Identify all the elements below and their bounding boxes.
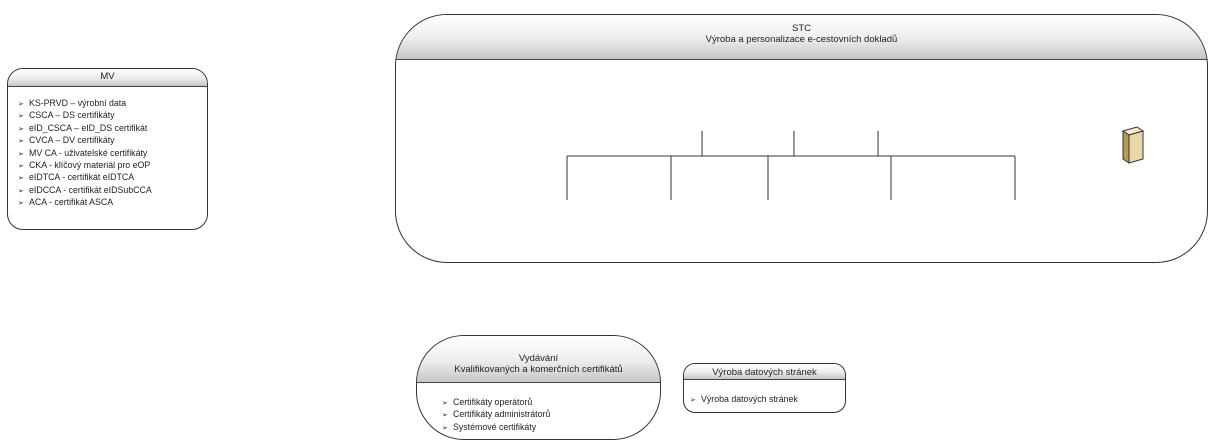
list-item-label: CVCA – DV certifikáty — [29, 135, 115, 146]
mv-title: MV — [100, 71, 115, 82]
mv-item-list: ➢ KS-PRVD – výrobní data ➢ CSCA – DS certi… — [18, 98, 152, 210]
list-item-label: Certifikáty operátorů — [453, 397, 533, 407]
list-item: ➢ MV CA - uživatelské certifikáty — [18, 148, 152, 160]
vyroba-header: Výroba datových stránek — [684, 364, 845, 380]
server-icon — [1121, 126, 1145, 164]
bullet-arrow-icon: ➢ — [18, 175, 24, 183]
vydavani-item-list: ➢ Certifikáty operátorů ➢ Certifikáty admi… — [442, 397, 550, 434]
list-item: ➢ CSCA – DS certifikáty — [18, 110, 152, 122]
list-item-label: eIDCCA - certifikát eIDSubCCA — [29, 184, 152, 195]
mv-header: MV — [8, 69, 207, 87]
bullet-arrow-icon: ➢ — [18, 200, 24, 208]
vydavani-title-line1: Vydávání — [518, 353, 559, 364]
list-item-label: Výroba datových stránek — [701, 394, 798, 404]
bullet-arrow-icon: ➢ — [18, 113, 24, 121]
vyroba-item-list: ➢ Výroba datových stránek — [690, 394, 798, 406]
bullet-arrow-icon: ➢ — [442, 412, 448, 420]
list-item-label: KS-PRVD – výrobní data — [29, 98, 127, 108]
list-item-label: eIDTCA - certifikát eIDTCA — [29, 172, 135, 183]
list-item: ➢ Výroba datových stránek — [690, 394, 798, 406]
vyroba-title: Výroba datových stránek — [712, 367, 817, 378]
bullet-arrow-icon: ➢ — [18, 101, 24, 108]
list-item-label: ACA - certifikát ASCA — [29, 197, 114, 208]
list-item: ➢ eIDCCA - certifikát eIDSubCCA — [18, 185, 152, 197]
vydavani-title-line2: Kvalifikovaných a komerčních certifikátů — [454, 364, 623, 375]
bullet-arrow-icon: ➢ — [442, 400, 448, 407]
vydavani-header: Vydávání Kvalifikovaných a komerčních ce… — [417, 336, 660, 383]
list-item: ➢ eIDTCA - certifikát eIDTCA — [18, 172, 152, 184]
stc-header: STC Výroba a personalizace e-cestovních … — [396, 15, 1207, 60]
list-item: ➢ CKA - klíčový materiál pro eOP — [18, 160, 152, 172]
list-item-label: CSCA – DS certifikáty — [29, 110, 115, 121]
bullet-arrow-icon: ➢ — [18, 163, 24, 171]
stc-title: STC — [792, 23, 811, 34]
list-item-label: CKA - klíčový materiál pro eOP — [29, 160, 151, 171]
list-item: ➢ Certifikáty operátorů — [442, 397, 550, 409]
list-item-label: Certifikáty administrátorů — [453, 409, 551, 420]
list-item: ➢ ACA - certifikát ASCA — [18, 197, 152, 209]
list-item-label: eID_CSCA – eID_DS certifikát — [29, 122, 148, 133]
vydavani-box: Vydávání Kvalifikovaných a komerčních ce… — [416, 335, 661, 440]
stc-box: STC Výroba a personalizace e-cestovních … — [395, 14, 1208, 263]
bullet-arrow-icon: ➢ — [442, 424, 448, 432]
list-item: ➢ eID_CSCA – eID_DS certifikát — [18, 123, 152, 135]
list-item: ➢ KS-PRVD – výrobní data — [18, 98, 152, 110]
list-item: ➢ Systémové certifikáty — [442, 422, 550, 434]
vyroba-box: Výroba datových stránek ➢ Výroba datových… — [683, 363, 846, 413]
bullet-arrow-icon: ➢ — [18, 125, 24, 133]
list-item-label: MV CA - uživatelské certifikáty — [29, 147, 148, 158]
list-item: ➢ CVCA – DV certifikáty — [18, 135, 152, 147]
bullet-arrow-icon: ➢ — [18, 150, 24, 158]
stc-subtitle: Výroba a personalizace e-cestovních dokl… — [705, 34, 898, 45]
bullet-arrow-icon: ➢ — [690, 397, 696, 404]
bullet-arrow-icon: ➢ — [18, 187, 24, 195]
list-item-label: Systémové certifikáty — [453, 421, 537, 432]
bullet-arrow-icon: ➢ — [18, 138, 24, 146]
list-item: ➢ Certifikáty administrátorů — [442, 409, 550, 421]
mv-box: MV ➢ KS-PRVD – výrobní data ➢ CSCA – DS ce… — [7, 68, 208, 230]
